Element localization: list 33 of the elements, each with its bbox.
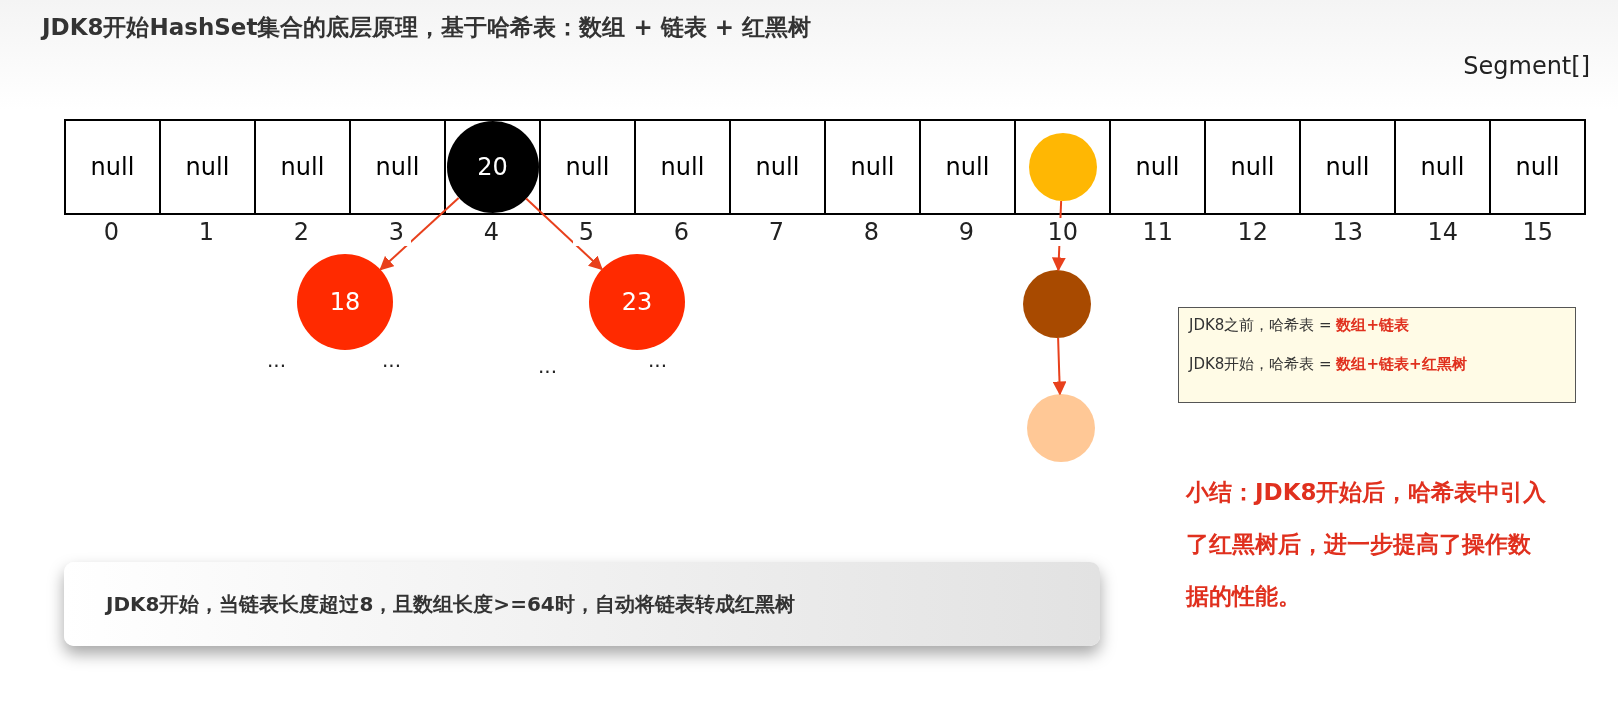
ellipsis-text: ... bbox=[648, 348, 668, 372]
arrow bbox=[379, 197, 460, 271]
note-text: JDK8开始，哈希表 = 数组+链表+红黑树 bbox=[1189, 355, 1468, 374]
array-cell: null bbox=[634, 119, 731, 215]
tree-node-circle: 23 bbox=[589, 254, 685, 350]
array-cell: null bbox=[729, 119, 826, 215]
array-cell: null bbox=[159, 119, 256, 215]
tree-node-circle: 20 bbox=[446, 121, 539, 213]
array-cell: null bbox=[539, 119, 636, 215]
array-cell: null bbox=[919, 119, 1016, 215]
array-cell: null bbox=[1204, 119, 1301, 215]
ellipsis-text: ... bbox=[382, 348, 402, 372]
array-cell: null bbox=[1394, 119, 1491, 215]
title-text: JDK8开始HashSet集合的底层原理，基于哈希表：数组 + 链表 + 红黑树 bbox=[42, 13, 812, 42]
info-banner: JDK8开始，当链表长度超过8，且数组长度>=64时，自动将链表转成红黑树 bbox=[64, 562, 1100, 646]
array-type-label: Segment[] bbox=[1463, 52, 1590, 80]
array-cell: null bbox=[254, 119, 351, 215]
index-number: 10 bbox=[1047, 218, 1076, 246]
note-text: JDK8之前，哈希表 = 数组+链表 bbox=[1189, 316, 1411, 335]
ellipsis-text: ... bbox=[538, 354, 558, 378]
array-cell: null bbox=[824, 119, 921, 215]
ellipsis-text: ... bbox=[267, 348, 287, 372]
summary-text: 小结：JDK8开始后，哈希表中引入了红黑树后，进一步提高了操作数据的性能。 bbox=[1186, 478, 1548, 611]
array-cell: null bbox=[64, 119, 161, 215]
tree-node-circle: 18 bbox=[297, 254, 393, 350]
array-cell: null bbox=[349, 119, 446, 215]
array-cell: null bbox=[1489, 119, 1586, 215]
arrow bbox=[1052, 337, 1067, 396]
array-cell: null bbox=[1299, 119, 1396, 215]
arrow bbox=[525, 197, 603, 271]
note-box bbox=[1178, 307, 1576, 403]
array-slot bbox=[1014, 119, 1111, 215]
array-cell: null bbox=[1109, 119, 1206, 215]
